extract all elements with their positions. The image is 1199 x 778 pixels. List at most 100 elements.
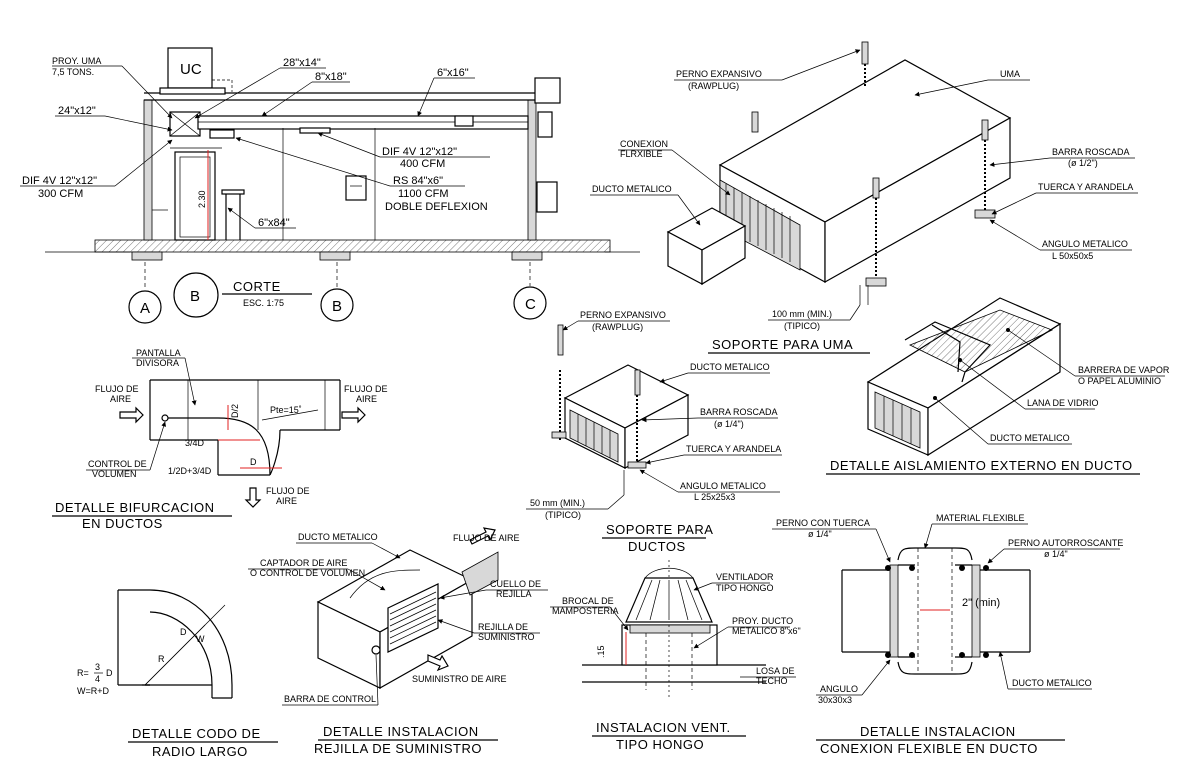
sd-title-2: DUCTOS	[628, 539, 686, 554]
axis-bubble-b1	[173, 272, 219, 318]
hongo-title-2: TIPO HONGO	[616, 737, 704, 752]
sd-barra-label: BARRA ROSCADA	[700, 407, 778, 417]
footing-b	[319, 251, 351, 261]
bif-pte: Pte=15˚	[270, 405, 302, 415]
codo-title-2: RADIO LARGO	[152, 744, 248, 759]
bif-flujo-out-sub: AIRE	[356, 394, 377, 404]
hongo-losa-sub: TECHO	[756, 676, 788, 686]
codo-r-eq: R=	[77, 668, 89, 678]
hongo-brocal-sub: MAMPOSTERIA	[552, 606, 619, 616]
uma-angulo-sub: L 50x50x5	[1052, 251, 1093, 261]
uma-ducto-label: DUCTO METALICO	[592, 184, 672, 194]
codo-detail: R D W R= 3 4 D W=R+D DETALLE CODO DE RAD…	[77, 589, 278, 759]
axis-c-label: C	[525, 296, 536, 313]
rej-suministro-label: SUMINISTRO DE AIRE	[412, 674, 507, 684]
codo-r: R	[158, 654, 165, 664]
bif-pantalla-sub: DIVISORA	[136, 358, 179, 368]
uma-label: UMA	[1000, 69, 1020, 79]
bif-flujo-down-label: FLUJO DE	[266, 486, 310, 496]
uc-label: UC	[180, 61, 202, 78]
uma-perno-label: PERNO EXPANSIVO	[676, 69, 762, 79]
bif-flujo-in-sub: AIRE	[110, 394, 131, 404]
axis-bubble-b2	[320, 288, 354, 322]
sd-min-sub: (TIPICO)	[545, 510, 581, 520]
bif-pantalla-label: PANTALLA	[136, 348, 181, 358]
rej-title-2: REJILLA DE SUMINISTRO	[314, 741, 482, 756]
bif-tres-cuartos: 3/4D	[185, 438, 205, 448]
axis-b1-label: B	[190, 288, 200, 305]
sd-ducto-label: DUCTO METALICO	[690, 362, 770, 372]
door	[174, 151, 216, 241]
codo-w-eq: W=R+D	[77, 686, 110, 696]
axis-bubble-a	[128, 290, 162, 324]
ais-lana-label: LANA DE VIDRIO	[1027, 398, 1099, 408]
bifurcacion-detail: PANTALLA DIVISORA FLUJO DE AIRE FLUJO DE…	[52, 348, 388, 531]
cx-material-label: MATERIAL FLEXIBLE	[936, 513, 1025, 523]
bif-flujo-in-label: FLUJO DE	[95, 384, 139, 394]
footing-c	[511, 251, 543, 261]
uma-title: SOPORTE PARA UMA	[712, 337, 853, 352]
rs-size: RS 84"x6"	[393, 175, 443, 187]
uma-tuerca-label: TUERCA Y ARANDELA	[1038, 182, 1133, 192]
rejilla-detail: DUCTO METALICO FLUJO DE AIRE CAPTADOR DE…	[248, 527, 548, 756]
rej-rejilla-label: REJILLA DE	[478, 622, 528, 632]
axis-bubble-c	[513, 286, 547, 320]
codo-r-den: 4	[95, 674, 100, 684]
corte-scale: ESC. 1:75	[243, 298, 284, 308]
hongo-proy-sub: METALICO 8"x6"	[732, 626, 801, 636]
rej-captador-label: CAPTADOR DE AIRE	[260, 558, 347, 568]
cx-angulo-label: ANGULO	[820, 684, 858, 694]
hongo-ventilador-label: VENTILADOR	[716, 572, 774, 582]
duct-8x18: 8"x18"	[315, 71, 347, 83]
ais-barrera-sub: O PAPEL ALUMINIO	[1078, 376, 1161, 386]
rej-rejilla-sub: SUMINISTRO	[478, 632, 535, 642]
sd-angulo-label: ANGULO METALICO	[680, 481, 766, 491]
hongo-losa-label: LOSA DE	[756, 666, 795, 676]
uma-barra-label: BARRA ROSCADA	[1052, 147, 1130, 157]
conexion-detail: PERNO CON TUERCA ø 1/4" MATERIAL FLEXIBL…	[772, 513, 1123, 756]
uma-angulo-label: ANGULO METALICO	[1042, 239, 1128, 249]
sd-barra-sub: (ø 1/4")	[714, 419, 744, 429]
hongo-ventilador-sub: TIPO HONGO	[716, 583, 774, 593]
hongo-title-1: INSTALACION VENT.	[596, 720, 731, 735]
axis-a-label: A	[140, 300, 150, 317]
dif2-cfm: 300 CFM	[38, 188, 83, 200]
rs-deflexion: DOBLE DEFLEXION	[385, 201, 488, 213]
cx-ducto-label: DUCTO METALICO	[1012, 678, 1092, 688]
bif-flujo-out-label: FLUJO DE	[344, 384, 388, 394]
codo-w: W	[196, 634, 205, 644]
soporte-ductos-detail: PERNO EXPANSIVO (RAWPLUG) DUCTO METALICO…	[526, 310, 782, 554]
bif-d2: D/2	[230, 404, 240, 418]
cx-perno-tuerca-label: PERNO CON TUERCA	[776, 518, 870, 528]
duct-28x14: 28"x14"	[283, 57, 321, 69]
proy-uma-label: PROY. UMA	[52, 56, 101, 66]
rej-barra-label: BARRA DE CONTROL	[284, 694, 376, 704]
main-duct	[197, 115, 529, 130]
rej-cuello-sub: REJILLA	[496, 589, 532, 599]
sd-angulo-sub: L 25x25x3	[694, 492, 735, 502]
proy-uma-tons: 7,5 TONS.	[52, 67, 94, 77]
sd-perno-label: PERNO EXPANSIVO	[580, 310, 666, 320]
cx-perno-auto-label: PERNO AUTORROSCANTE	[1008, 538, 1123, 548]
hongo-detail: .15 VENTILADOR TIPO HONGO BROCAL DE MAMP…	[550, 560, 801, 752]
footing-a	[131, 251, 163, 261]
rej-title-1: DETALLE INSTALACION	[323, 724, 479, 739]
hongo-dim: .15	[596, 645, 606, 658]
cx-dim-label: 2" (min)	[962, 597, 1000, 609]
bif-flujo-down-sub: AIRE	[276, 496, 297, 506]
codo-r-d: D	[106, 668, 113, 678]
bif-formula: 1/2D+3/4D	[168, 466, 212, 476]
sd-title-1: SOPORTE PARA	[606, 522, 713, 537]
uma-min-label: 100 mm (MIN.)	[772, 309, 832, 319]
rej-cuello-label: CUELLO DE	[490, 579, 541, 589]
uc-unit	[167, 47, 213, 89]
dif1-cfm: 400 CFM	[400, 158, 445, 170]
hongo-proy-label: PROY. DUCTO	[732, 616, 793, 626]
sd-perno-sub: (RAWPLUG)	[592, 322, 643, 332]
corte-title: CORTE	[233, 279, 281, 294]
sd-min-label: 50 mm (MIN.)	[530, 498, 585, 508]
uma-conexion-sub: FLRXIBLE	[620, 149, 663, 159]
dif1-size: DIF 4V 12"x12"	[382, 146, 457, 158]
bif-d: D	[250, 457, 257, 467]
